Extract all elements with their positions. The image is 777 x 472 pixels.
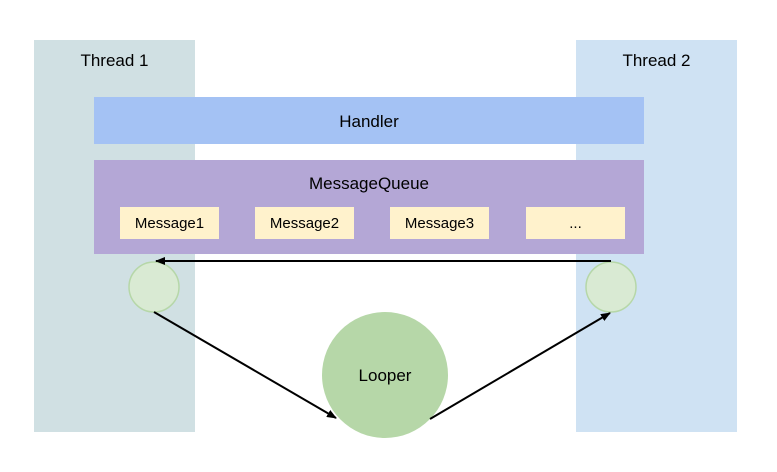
message-box-1 (120, 207, 219, 239)
looper-to-thread-2-arrow (429, 312, 611, 420)
message-label-3: Message3 (405, 215, 474, 232)
handler-bar (94, 97, 644, 144)
message-label-4: ... (569, 215, 582, 232)
handler-label: Handler (339, 112, 399, 131)
message-queue-label: MessageQueue (309, 174, 429, 193)
thread-1-node (128, 261, 180, 313)
thread-1-label: Thread 1 (80, 51, 148, 70)
message-label-1: Message1 (135, 215, 204, 232)
looper-label: Looper (359, 366, 412, 385)
message-box-2 (255, 207, 354, 239)
message-box-3 (390, 207, 489, 239)
message-label-2: Message2 (270, 215, 339, 232)
message-box-4 (526, 207, 625, 239)
thread-2-node (585, 261, 637, 313)
thread-2-label: Thread 2 (622, 51, 690, 70)
thread-1-to-looper-arrow (153, 311, 337, 419)
looper-circle (322, 312, 448, 438)
